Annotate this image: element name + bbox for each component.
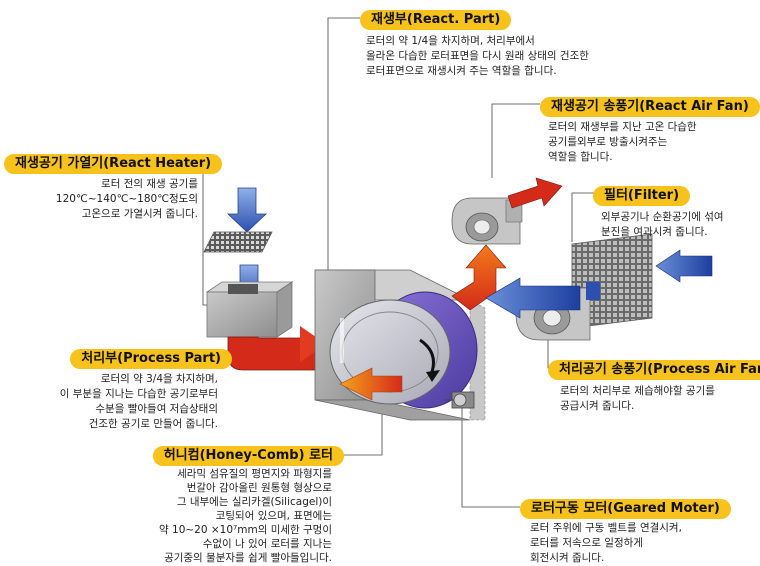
heater-down-arrow (226, 187, 268, 233)
react-heater-group (203, 187, 294, 338)
react-duct-arrow (300, 326, 326, 362)
leader-geared-motor (461, 405, 520, 508)
process-inlet-duct (586, 282, 600, 300)
rotor-rotation-head (426, 370, 440, 382)
process-part-desc: 로터의 약 3/4을 차지하며, 이 부분을 지나는 다습한 공기로부터 수분을… (59, 373, 218, 430)
heater-box-front (206, 291, 278, 338)
callout-process-part: 처리부(Process Part) 로터의 약 3/4을 차지하며, 이 부분을… (26, 347, 232, 432)
callout-react-air-fan: 재생공기 송풍기(React Air Fan) 로터의 재생부를 지난 고온 다… (540, 95, 760, 165)
filter-desc: 외부공기나 순환공기에 섞여 분진을 여과시켜 줍니다. (601, 211, 724, 238)
callout-react-part: 재생부(React. Part) 로터의 약 1/4을 차지하며, 처리부에서 … (360, 8, 589, 79)
process-inlet-arrow (485, 277, 581, 319)
process-outlet-arrow (339, 367, 403, 401)
geared-motor (445, 391, 475, 409)
callout-filter: 필터(Filter) 외부공기나 순환공기에 섞여 분진을 여과시켜 줍니다. (593, 184, 724, 240)
process-part-title: 처리부(Process Part) (70, 349, 232, 369)
rotor-rotation-arrow (419, 338, 435, 373)
callout-react-heater: 재생공기 가열기(React Heater) 로터 전의 재생 공기를 120℃… (4, 152, 223, 222)
leader-filter (571, 192, 595, 242)
geared-motor-desc: 로터 주위에 구동 벨트를 연결시켜, 로터를 저속으로 일정하게 회전시켜 줍… (530, 522, 682, 564)
heater-grid-plate (203, 231, 273, 253)
heater-inner (228, 284, 258, 294)
leader-lines (202, 17, 595, 508)
honeycomb-title: 허니컴(Honey-Comb) 로터 (152, 446, 344, 466)
leader-react-part (327, 17, 360, 270)
process-air-fan-desc: 로터의 처리부로 제습해야할 공기를 공급시켜 줍니다. (560, 385, 715, 412)
filter-title: 필터(Filter) (593, 186, 691, 206)
react-exhaust-arrow (451, 244, 507, 311)
react-part-title: 재생부(React. Part) (360, 10, 512, 30)
react-air-fan-desc: 로터의 재생부를 지난 고온 다습한 공기를외부로 방출시켜주는 역할을 합니다… (548, 121, 697, 163)
leader-react-air-fan (491, 103, 540, 178)
honeycomb-desc: 세라믹 섬유질의 평면지와 파형지를 번갈아 감아올린 원통형 형상으로 그 내… (159, 468, 332, 564)
filter-in-arrow (655, 249, 713, 283)
rotor-divider (340, 318, 344, 363)
react-fan-out-arrow (507, 177, 563, 209)
react-part-desc: 로터의 약 1/4을 차지하며, 처리부에서 올라온 다습한 로터표면을 다시 … (366, 35, 589, 77)
react-heater-desc: 로터 전의 재생 공기를 120℃~140℃~180℃정도의 고온으로 가열시켜… (55, 178, 198, 220)
callout-honeycomb: 허니컴(Honey-Comb) 로터 세라믹 섬유질의 평면지와 파형지를 번갈… (118, 444, 344, 565)
callout-process-air-fan: 처리공기 송풍기(Process Air Fan) 로터의 처리부로 제습해야할… (548, 358, 760, 414)
geared-motor-title: 로터구동 모터(Geared Moter) (520, 499, 731, 519)
heater-box-side (276, 281, 293, 338)
callout-geared-motor: 로터구동 모터(Geared Moter) 로터 주위에 구동 벨트를 연결시켜… (520, 497, 731, 566)
leader-honeycomb (330, 400, 383, 456)
react-air-fan-title: 재생공기 송풍기(React Air Fan) (540, 97, 760, 117)
react-heater-title: 재생공기 가열기(React Heater) (4, 154, 223, 174)
react-fan (451, 197, 523, 245)
process-air-fan-title: 처리공기 송풍기(Process Air Fan) (548, 360, 760, 380)
